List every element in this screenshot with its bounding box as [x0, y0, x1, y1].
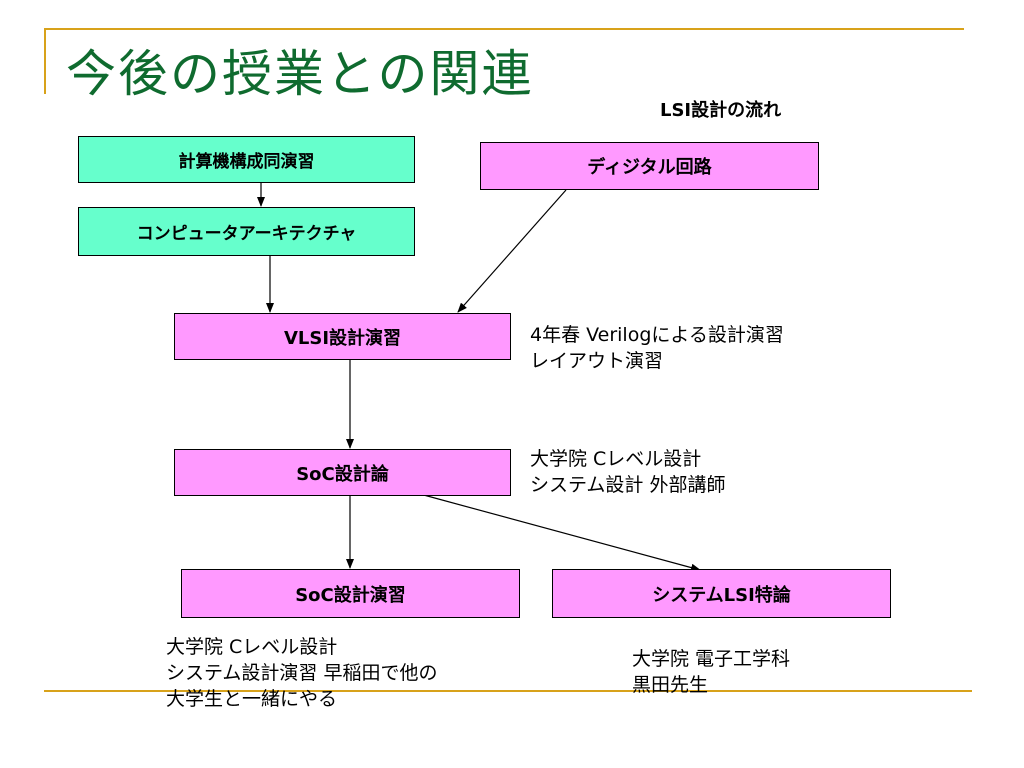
box-keisanki-kousei-enshu: 計算機構成同演習 [78, 136, 415, 183]
box-soc-design-theory: SoC設計論 [174, 449, 511, 496]
note-system-lsi-line-2: 黒田先生 [632, 674, 709, 696]
box-computer-architecture: コンピュータアーキテクチャ [78, 207, 415, 256]
note-vlsi-line-2: レイアウト演習 [530, 350, 664, 372]
bottom-rule [44, 690, 972, 692]
note-soc-enshu-line-2: システム設計演習 早稲田で他の [166, 662, 438, 684]
note-soc-enshu-line-3: 大学生と一緒にやる [166, 688, 338, 710]
note-soc-ron-line-2: システム設計 外部講師 [530, 474, 726, 496]
note-system-lsi-line-1: 大学院 電子工学科 [632, 648, 791, 670]
top-rule [44, 28, 964, 30]
arrow-digital-to-vlsi [457, 189, 567, 313]
note-vlsi-line-1: 4年春 Verilogによる設計演習 [530, 324, 784, 346]
note-vlsi: 4年春 Verilogによる設計演習 レイアウト演習 [530, 322, 784, 374]
box-digital-circuit: ディジタル回路 [480, 142, 819, 190]
box-system-lsi-special: システムLSI特論 [552, 569, 891, 618]
flow-subtitle: LSI設計の流れ [660, 100, 782, 121]
box-soc-design-exercise: SoC設計演習 [181, 569, 520, 618]
slide-title: 今後の授業との関連 [66, 45, 534, 103]
note-soc-enshu: 大学院 Cレベル設計 システム設計演習 早稲田で他の 大学生と一緒にやる [166, 634, 437, 712]
note-soc-enshu-line-1: 大学院 Cレベル設計 [166, 636, 338, 658]
box-vlsi-design-exercise: VLSI設計演習 [174, 313, 511, 360]
note-soc-ron-line-1: 大学院 Cレベル設計 [530, 448, 702, 470]
left-rule [44, 28, 46, 94]
arrow-socron-to-systemlsi [419, 493, 701, 572]
note-system-lsi: 大学院 電子工学科 黒田先生 [632, 646, 790, 698]
note-soc-ron: 大学院 Cレベル設計 システム設計 外部講師 [530, 446, 725, 498]
